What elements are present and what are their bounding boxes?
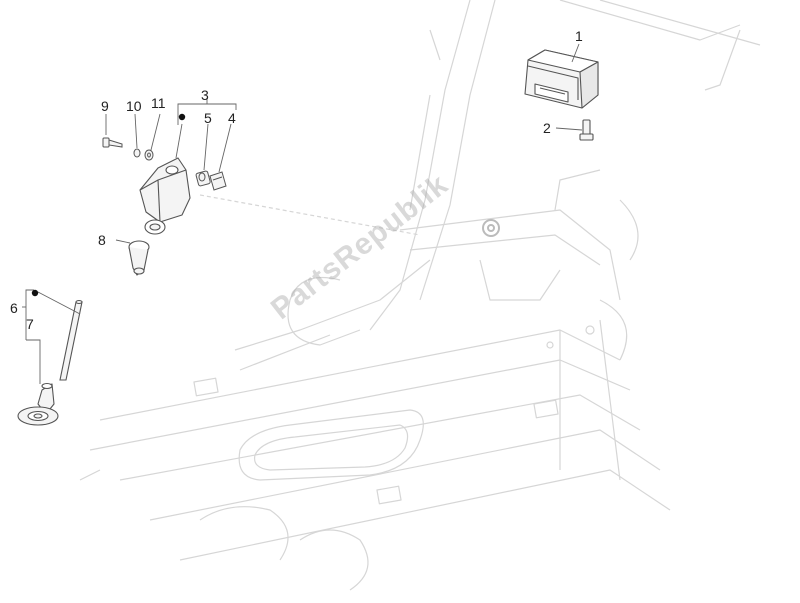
marker-dots xyxy=(31,113,186,297)
callout-9: 9 xyxy=(101,98,109,114)
bushing-part-8 xyxy=(128,240,150,276)
callout-5: 5 xyxy=(204,110,212,126)
callout-8: 8 xyxy=(98,232,106,248)
scooter-frame-outline xyxy=(79,0,761,591)
marker-dot-3 xyxy=(178,113,186,121)
cap-part-7 xyxy=(17,382,59,426)
watermark-gear-icon xyxy=(482,219,500,237)
clip-part-4 xyxy=(209,171,227,191)
callout-10: 10 xyxy=(126,98,142,114)
rod-part-6 xyxy=(59,299,83,381)
callout-11: 11 xyxy=(151,95,166,111)
callout-2: 2 xyxy=(543,120,551,136)
callout-1: 1 xyxy=(575,28,583,44)
ecu-control-unit xyxy=(524,49,599,109)
ecu-bolt xyxy=(579,119,594,141)
grommet-part-5 xyxy=(195,170,211,187)
callout-3: 3 xyxy=(201,87,209,103)
sensor-housing-part-3 xyxy=(139,157,191,235)
washer-part-11 xyxy=(144,149,154,161)
spring-washer-part-10 xyxy=(133,148,141,158)
marker-dot-6 xyxy=(31,289,39,297)
screw-part-9 xyxy=(102,137,123,148)
callout-4: 4 xyxy=(228,110,236,126)
callout-7: 7 xyxy=(26,316,34,332)
callout-6: 6 xyxy=(10,300,18,316)
leader-lines xyxy=(22,43,583,384)
